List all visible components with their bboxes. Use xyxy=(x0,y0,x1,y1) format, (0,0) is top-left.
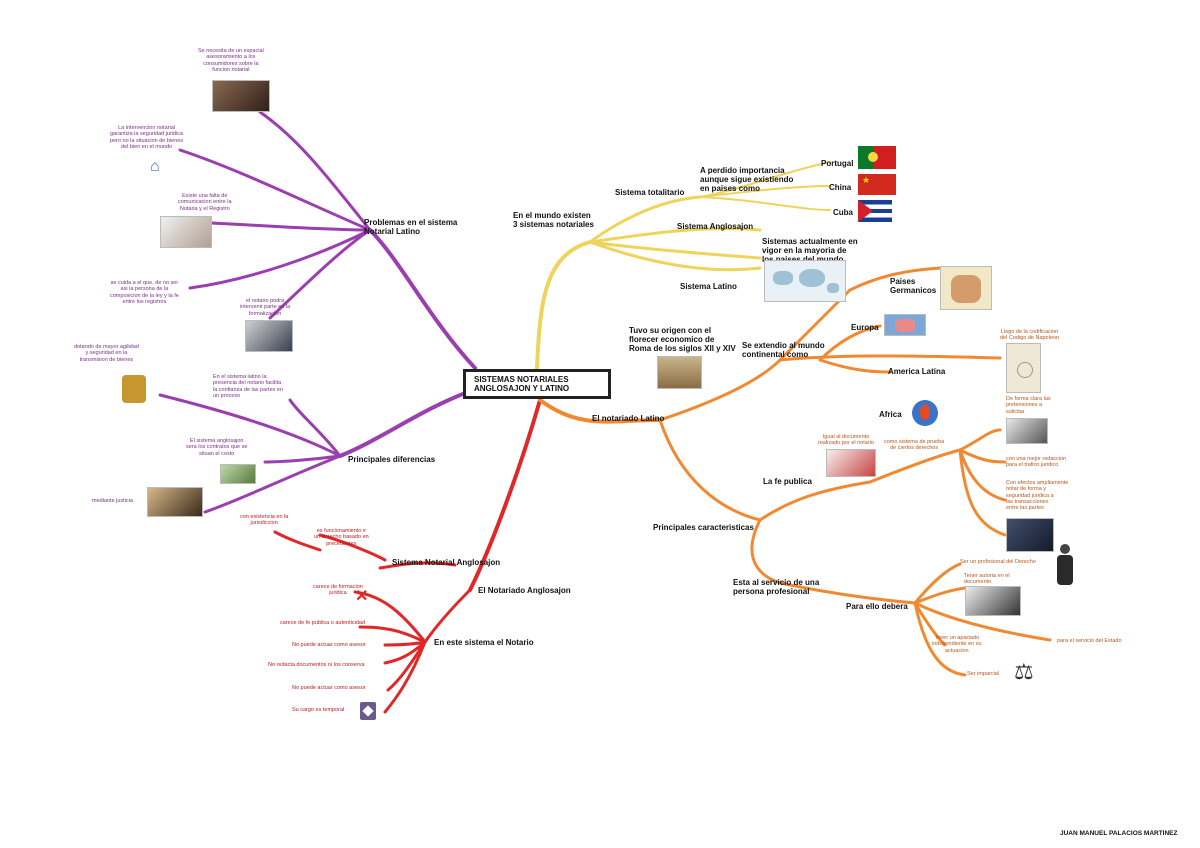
extendio-label: Se extendio al mundo continental como xyxy=(742,341,825,360)
lawyer-figure-icon xyxy=(1055,544,1075,586)
origen-label: Tuvo su origen con el florecer economico… xyxy=(629,326,736,354)
sistema-latino-label: Sistema Latino xyxy=(680,282,737,291)
existencia-label: con existencia en la jurisdiccion xyxy=(240,514,289,527)
problemas-label: Problemas en el sistema Notarial Latino xyxy=(364,218,458,237)
justice-scene-image xyxy=(147,487,203,517)
world-map-image xyxy=(764,260,846,302)
red-branch-lines xyxy=(273,398,542,714)
forma-clara-label: De forma clara las pretensiones a solici… xyxy=(1006,396,1051,415)
sistema-notarial-anglosajon-label: Sistema Notarial Anglosajon xyxy=(392,558,501,567)
sistema-prueba-label: como sistema de prueba de ciertos derech… xyxy=(884,439,945,452)
diferencia-4-label: mediante justicia xyxy=(92,498,133,504)
problema-4-label: se cuida a el que, de no ser asi la pers… xyxy=(110,280,179,305)
fe-publica-red-label: carece de fe publica o autenticidad xyxy=(280,620,366,626)
america-latina-label: America Latina xyxy=(888,367,946,376)
x-mark-icon: ✕ xyxy=(355,588,369,605)
paises-germanicos-label: Paises Germanicos xyxy=(890,277,937,296)
roma-painting-image xyxy=(657,356,702,389)
temporal-label: Su cargo es temporal xyxy=(292,707,345,713)
sistema-anglosajon-label: Sistema Anglosajon xyxy=(677,222,754,231)
servicio-persona-label: Esta al servicio de una persona profesio… xyxy=(733,578,820,597)
europa-label: Europa xyxy=(851,323,879,332)
asesor-1-label: No puede actuar como asesor xyxy=(292,642,366,648)
cuba-flag-icon xyxy=(858,200,892,222)
signing-image xyxy=(826,449,876,477)
meeting-image xyxy=(160,216,212,248)
diferencia-3-label: El sistema anglosajon sera los contratos… xyxy=(186,438,248,457)
principales-caracteristicas-label: Principales caracteristicas xyxy=(653,523,754,532)
imparcial-label: Ser imparcial xyxy=(967,671,1000,677)
formacion-label: carece de formacion juridica xyxy=(313,584,363,597)
problema-3-label: Existe una falta de comunicacion entre l… xyxy=(178,193,232,212)
stressed-man-image xyxy=(245,320,293,352)
mejor-redaccion-label: con una mejor redaccion para el trafico … xyxy=(1006,456,1067,469)
yellow-branch-lines xyxy=(535,161,831,370)
codificacion-label: Llego de la codificacion del Codigo de N… xyxy=(1000,329,1060,342)
funcionamiento-label: es funcionamiento e un derecho basado en… xyxy=(314,528,369,547)
orange-branch-lines xyxy=(538,266,1052,677)
licenciado-label: Ser un profesional del Derecho xyxy=(960,559,1036,565)
efectos-label: Con efectos ampliamente notar de forma y… xyxy=(1006,480,1069,512)
portugal-flag-icon xyxy=(858,146,896,169)
justice-badge-icon xyxy=(122,375,146,403)
purple-branch-lines xyxy=(158,110,477,514)
fe-publica-label: La fe publica xyxy=(763,477,812,486)
china-label: China xyxy=(829,183,852,192)
cuba-label: Cuba xyxy=(833,208,853,217)
servicio-estado-label: para el servicio del Estado xyxy=(1057,638,1122,644)
globe-icon xyxy=(912,400,938,426)
igual-documento-label: Igual al documento realizado por el nota… xyxy=(818,434,874,447)
money-image xyxy=(220,464,256,484)
para-ello-debera-label: Para ello debera xyxy=(846,602,908,611)
scales-icon: ⚖ xyxy=(1014,659,1034,684)
notariado-latino-label: El notariado Latino xyxy=(592,414,665,423)
yellow-root-label: En el mundo existen 3 sistemas notariale… xyxy=(513,211,594,230)
principales-diferencias-label: Principales diferencias xyxy=(348,455,436,464)
este-sistema-label: En este sistema el Notario xyxy=(434,638,534,647)
redacta-label: No redacta documentos ni los conserva xyxy=(268,662,365,668)
autoria-label: Tener autoria en el documento xyxy=(964,573,1010,586)
notariado-anglosajon-label: El Notariado Anglosajon xyxy=(478,586,571,595)
central-topic: SISTEMAS NOTARIALES ANGLOSAJON Y LATINO xyxy=(463,369,611,399)
diferencia-1-label: dotando de mayor agilidad y seguridad en… xyxy=(74,344,139,363)
house-icon: ⌂ xyxy=(150,158,160,175)
asesor-2-label: No puede actuar como asesor xyxy=(292,685,366,691)
china-flag-icon: ★ xyxy=(858,174,896,195)
consultant-image xyxy=(212,80,270,112)
portugal-label: Portugal xyxy=(821,159,854,168)
badge-icon xyxy=(360,702,376,720)
writing-document-image xyxy=(965,586,1021,616)
europe-map-image xyxy=(884,314,926,336)
sistema-totalitario-label: Sistema totalitario xyxy=(615,188,685,197)
apartado-label: Tener un apartado independiente en su ac… xyxy=(932,635,982,654)
problema-1-label: Se necesita de un espacial asesoramiento… xyxy=(198,48,264,73)
codigo-napoleon-image xyxy=(1006,343,1041,393)
handshake-image xyxy=(1006,418,1048,444)
diferencia-2-label: En el sistema latino la presencia del no… xyxy=(213,374,284,399)
problema-2-label: La intervencion notarial garantiza la se… xyxy=(110,125,184,150)
perdido-importancia-label: A perdido importancia aunque sigue exist… xyxy=(700,166,794,194)
problema-5-label: el notario podra intervenir parte en la … xyxy=(240,298,291,317)
author-signature: JUAN MANUEL PALACIOS MARTINEZ xyxy=(1060,830,1178,837)
germany-map-image xyxy=(940,266,992,310)
businessman-image xyxy=(1006,518,1054,552)
sistemas-vigor-label: Sistemas actualmente en vigor en la mayo… xyxy=(762,237,858,264)
africa-label: Africa xyxy=(879,410,902,419)
